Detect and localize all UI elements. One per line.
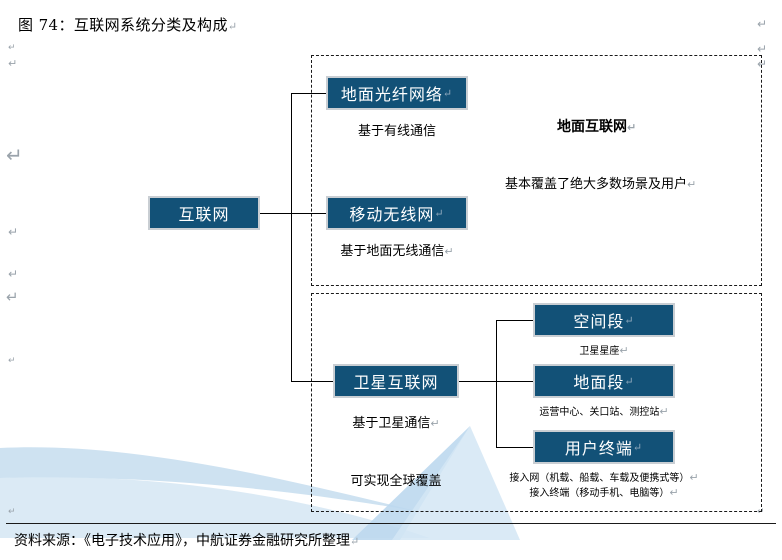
satellite-internet-group-frame [311, 293, 762, 512]
figure-title-text: 图 74：互联网系统分类及构成 [18, 16, 228, 34]
footer-source: 资料来源：《电子技术应用》，中航证券金融研究所整理↵ [14, 530, 359, 550]
pilcrow-icon: ↵ [659, 405, 669, 418]
caption-terrestrial-fiber-network: 基于有线通信 [357, 124, 436, 139]
pilcrow-icon: ↵ [624, 374, 635, 388]
pilcrow-icon: ↵ [624, 313, 635, 327]
connector-satellite-stub [459, 381, 497, 382]
margin-pilcrow-icon: ↵ [8, 225, 19, 239]
margin-pilcrow-icon: ↵ [757, 507, 765, 517]
node-internet-label: 互联网 [178, 205, 230, 224]
pilcrow-icon: ↵ [669, 486, 679, 499]
node-space-segment[interactable]: 空间段↵ [533, 303, 675, 337]
node-satellite-internet-label: 卫星互联网 [353, 373, 439, 392]
node-terrestrial-fiber-network-label: 地面光纤网络 [340, 85, 443, 104]
caption-user-terminal-access-network-text: 接入网（机载、船载、车载及便携式等） [509, 473, 690, 484]
margin-pilcrow-icon: ↵ [8, 356, 16, 366]
connector-root-trunk [291, 93, 292, 382]
connector-satellite-trunk [496, 320, 497, 447]
connector-to-space-segment [496, 320, 534, 321]
node-mobile-wireless-network[interactable]: 移动无线网↵ [326, 196, 468, 230]
connector-to-fiber [291, 93, 333, 94]
pilcrow-icon: ↵ [434, 206, 445, 220]
margin-pilcrow-icon: ↵ [8, 57, 18, 70]
caption-user-terminal-devices: 接入终端（移动手机、电脑等）↵ [489, 484, 719, 499]
pilcrow-icon: ↵ [430, 417, 440, 430]
pilcrow-icon: ↵ [689, 471, 699, 484]
connector-root-stub [259, 213, 292, 214]
margin-pilcrow-icon: ↵ [8, 43, 16, 53]
margin-pilcrow-icon: ↵ [757, 57, 768, 71]
terrestrial-internet-group-frame [311, 55, 762, 286]
pilcrow-icon: ↵ [619, 344, 629, 357]
node-space-segment-label: 空间段 [573, 312, 625, 331]
margin-pilcrow-icon: ↵ [6, 288, 19, 306]
node-satellite-internet[interactable]: 卫星互联网 [333, 364, 459, 398]
caption-space-segment: 卫星星座↵ [533, 342, 675, 357]
node-user-terminal-label: 用户终端 [564, 439, 633, 458]
footer-source-text: 资料来源：《电子技术应用》，中航证券金融研究所整理 [14, 533, 350, 549]
pilcrow-icon: ↵ [627, 121, 637, 134]
node-terrestrial-fiber-network[interactable]: 地面光纤网络↵ [326, 76, 468, 110]
pilcrow-icon: ↵ [687, 178, 697, 191]
node-ground-segment-label: 地面段 [573, 373, 625, 392]
terrestrial-panel-heading: 地面互联网↵ [557, 116, 636, 136]
caption-satellite-basis: 基于卫星通信↵ [333, 412, 459, 431]
node-ground-segment[interactable]: 地面段↵ [533, 364, 675, 398]
pilcrow-icon: ↵ [444, 245, 454, 258]
margin-pilcrow-icon: ↵ [8, 267, 19, 281]
connector-to-wireless [291, 213, 333, 214]
node-internet[interactable]: 互联网 [148, 196, 260, 230]
pilcrow-icon: ↵ [227, 20, 238, 33]
margin-pilcrow-icon: ↵ [757, 17, 768, 31]
node-mobile-wireless-network-label: 移动无线网 [349, 205, 435, 224]
caption-satellite-basis-text: 基于卫星通信 [352, 416, 431, 431]
caption-mobile-wireless-network: 基于地面无线通信↵ [316, 240, 478, 259]
footer-divider [6, 523, 776, 524]
caption-ground-segment-text: 运营中心、关口站、测控站 [539, 407, 660, 418]
caption-satellite-coverage: 可实现全球覆盖 [350, 474, 442, 489]
node-user-terminal[interactable]: 用户终端↵ [533, 430, 675, 464]
margin-pilcrow-icon: ↵ [757, 42, 768, 56]
margin-pilcrow-icon: ↵ [6, 143, 23, 167]
caption-user-terminal-access-network: 接入网（机载、船载、车载及便携式等）↵ [489, 469, 719, 484]
figure-title: 图 74：互联网系统分类及构成↵ [18, 14, 237, 35]
caption-space-segment-text: 卫星星座 [579, 346, 620, 357]
pilcrow-icon: ↵ [632, 440, 644, 454]
pilcrow-icon: ↵ [442, 86, 454, 100]
pilcrow-icon: ↵ [350, 535, 360, 548]
connector-to-satellite [291, 381, 333, 382]
terrestrial-panel-note-text: 基本覆盖了绝大多数场景及用户 [505, 177, 688, 192]
caption-ground-segment: 运营中心、关口站、测控站↵ [513, 403, 695, 418]
caption-mobile-wireless-network-text: 基于地面无线通信 [340, 244, 445, 259]
caption-user-terminal-devices-text: 接入终端（移动手机、电脑等） [529, 488, 670, 499]
connector-to-user-terminal [496, 447, 534, 448]
connector-to-ground-segment [496, 381, 534, 382]
terrestrial-panel-note: 基本覆盖了绝大多数场景及用户↵ [505, 173, 696, 192]
margin-pilcrow-icon: ↵ [8, 507, 16, 517]
terrestrial-panel-heading-text: 地面互联网 [557, 119, 627, 135]
